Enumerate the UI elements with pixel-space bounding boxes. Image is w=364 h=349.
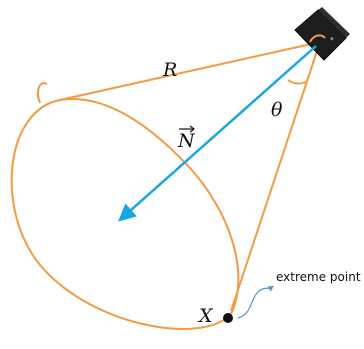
angle-arc-icon [287, 79, 307, 85]
svg-text:◆: ◆ [330, 36, 334, 42]
angle-label: θ [271, 99, 283, 121]
ellipse-hook [37, 82, 48, 104]
normal-vector-arrow [118, 45, 317, 222]
extreme-point-marker-label: X [197, 305, 214, 327]
slant-edge-extreme [230, 41, 321, 312]
curved-arrow-icon [237, 285, 274, 319]
vector-overline-head [189, 125, 195, 133]
slant-edge-r [59, 41, 321, 101]
point-icon [223, 313, 233, 323]
extreme-point-note: extreme point [276, 270, 361, 284]
radius-label: R [162, 59, 177, 81]
normal-vector-symbol: N [177, 130, 196, 152]
normal-vector-label: N [177, 125, 196, 152]
emitter-box-icon: ◆ [294, 7, 350, 61]
cone-base-ellipse [10, 98, 240, 330]
